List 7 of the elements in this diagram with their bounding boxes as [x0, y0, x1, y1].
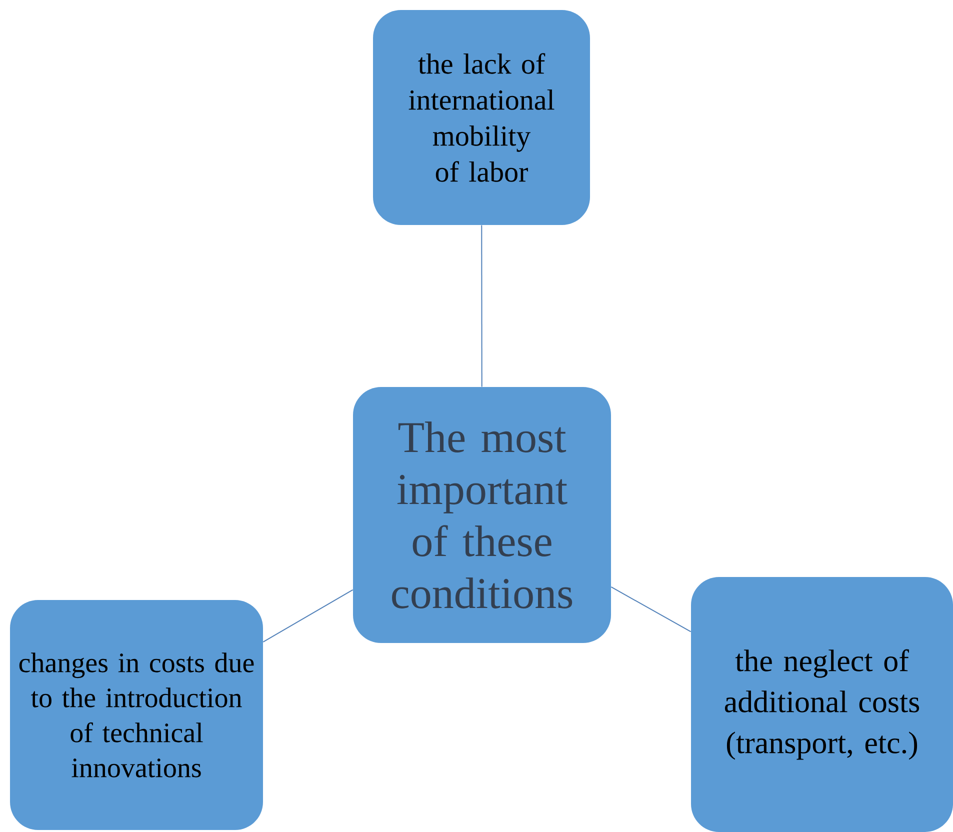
connector-line [262, 589, 354, 642]
rounded-box: changes in costs due to the introduction of technical innovations [10, 600, 263, 830]
connector-line [610, 586, 692, 632]
connector-line [481, 224, 482, 388]
rounded-box: the lack of international mobility of labor [373, 10, 590, 225]
rounded-box: The most important of these conditions [353, 387, 611, 643]
rounded-box: the neglect of additional costs (transport, etc.) [691, 577, 953, 832]
